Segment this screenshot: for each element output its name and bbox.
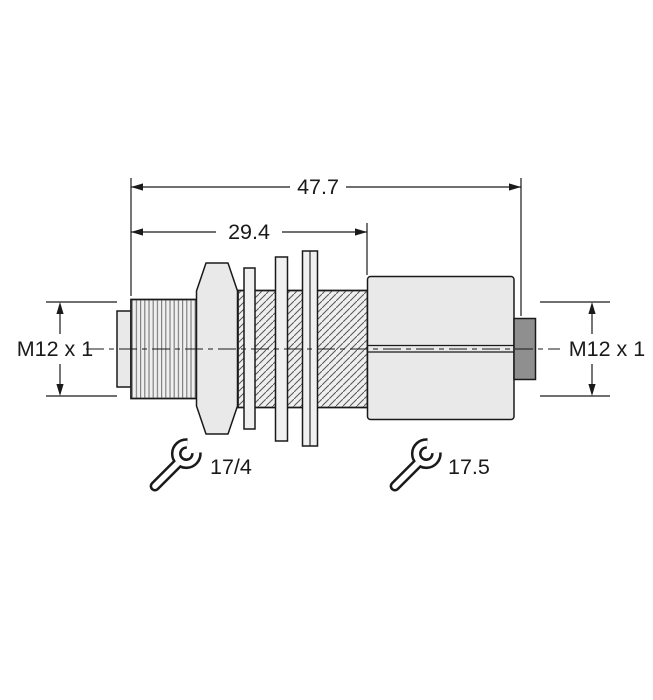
dim-overall-label: 47.7: [297, 175, 339, 199]
left-thread-label: M12 x 1: [17, 337, 93, 361]
right-wrench-annotation: 17.5: [389, 438, 490, 492]
arrow-right: [509, 183, 521, 191]
arrow-up: [56, 302, 64, 314]
left-wrench-annotation: 17/4: [149, 438, 252, 492]
connector-body: [86, 250, 560, 447]
dimension-thread-length: 29.4: [131, 220, 368, 275]
dimension-right-diameter: M12 x 1: [540, 301, 645, 397]
arrow-down: [56, 384, 64, 396]
arrow-right: [355, 228, 367, 236]
right-wrench-size-label: 17.5: [448, 455, 490, 479]
dimension-left-diameter: M12 x 1: [17, 301, 117, 397]
arrow-down: [588, 384, 596, 396]
right-thread-label: M12 x 1: [569, 337, 645, 361]
wrench-icon: [149, 438, 202, 492]
arrow-left: [131, 228, 143, 236]
left-wrench-size-label: 17/4: [210, 455, 252, 479]
housing-body: [366, 275, 515, 421]
arrow-up: [588, 302, 596, 314]
dim-thread-label: 29.4: [228, 220, 270, 244]
dimension-overall-length: 47.7: [130, 175, 522, 316]
wrench-icon: [389, 438, 442, 492]
hex-nut: [195, 262, 239, 435]
arrow-left: [131, 183, 143, 191]
